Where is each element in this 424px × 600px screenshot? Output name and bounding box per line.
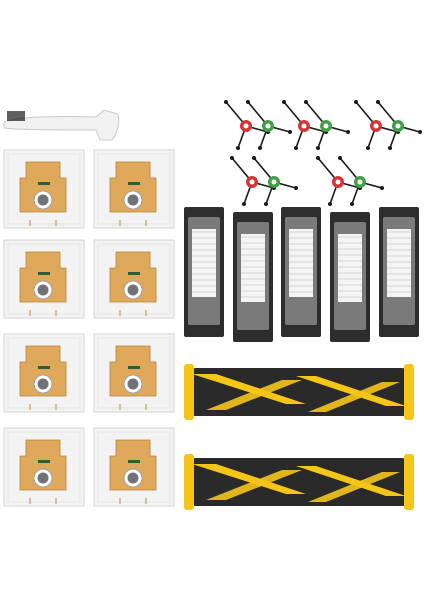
dust-bag (93, 333, 175, 413)
side-brush (252, 156, 298, 206)
hepa-filter (233, 212, 273, 342)
side-brush (316, 156, 362, 206)
side-brush (230, 156, 276, 206)
dust-bag (93, 239, 175, 319)
side-brush (246, 100, 292, 150)
side-brush (304, 100, 350, 150)
main-brushes (184, 364, 414, 510)
main-roller-brush (184, 454, 414, 510)
dust-bags (3, 149, 175, 507)
hepa-filter (379, 207, 419, 337)
side-brush (282, 100, 328, 150)
hepa-filter (184, 207, 224, 337)
hepa-filter (330, 212, 370, 342)
dust-bag (93, 427, 175, 507)
cleaning-tool (3, 109, 120, 141)
dust-bag (3, 239, 85, 319)
cleaning-tool-bristles (7, 111, 25, 121)
dust-bag (3, 333, 85, 413)
side-brush (338, 156, 384, 206)
dust-bag (3, 149, 85, 229)
side-brush (376, 100, 422, 150)
dust-bag (3, 427, 85, 507)
filters (184, 207, 419, 342)
hepa-filter (281, 207, 321, 337)
dust-bag (93, 149, 175, 229)
main-roller-brush (184, 364, 414, 420)
side-brushes (224, 100, 422, 206)
